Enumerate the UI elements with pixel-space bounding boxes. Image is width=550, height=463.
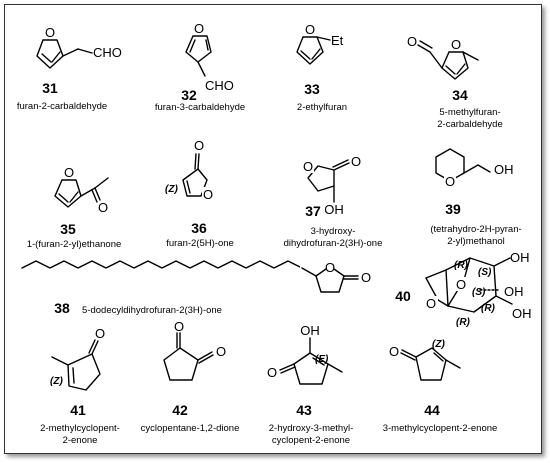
stereo-descriptor: (R) — [481, 303, 496, 314]
compound-number: 36 — [191, 220, 207, 236]
structure-34: O O — [407, 34, 479, 80]
oxygen-atom: O — [267, 365, 277, 380]
compound-name: furan-2-carbaldehyde — [17, 101, 107, 112]
stereo-descriptor: (Z) — [432, 339, 445, 350]
stereo-descriptor: (Z) — [165, 184, 178, 195]
compound-name-line-2: dihydrofuran-2(3H)-one — [284, 238, 383, 249]
structure-33: O Et — [296, 22, 344, 65]
compound-number: 43 — [296, 402, 312, 418]
oxygen-atom: O — [64, 165, 74, 180]
compound-44: O (Z) 44 3-methylcyclopent-2-enone — [383, 339, 498, 434]
structure-31: O CHO — [36, 25, 122, 69]
figure-frame — [4, 4, 542, 454]
cho-group: CHO — [205, 78, 234, 93]
hydroxyl-group: OH — [494, 162, 514, 177]
compound-38-name: 5-dodecyldihydrofuran-2(3H)-one — [82, 305, 222, 316]
compound-number: 44 — [424, 402, 440, 418]
oxygen-atom: O — [407, 34, 417, 49]
stereo-descriptor: (S) — [472, 287, 486, 298]
compound-38-clean: O O — [300, 252, 380, 310]
compound-37: O O OH 37 3-hydroxy- dihydrofuran-2(3H)-… — [284, 154, 383, 249]
hydroxyl-group: OH — [510, 250, 530, 265]
compound-31: O CHO 31 furan-2-carbaldehyde — [17, 25, 122, 112]
structure-39: O OH — [435, 148, 514, 189]
oxygen-atom: O — [426, 296, 436, 311]
compound-number: 39 — [445, 201, 461, 217]
hydroxyl-group: OH — [512, 306, 532, 321]
compound-34: O O 34 5-methylfuran- 2-carbaldehyde — [407, 34, 503, 130]
hydroxyl-group: OH — [504, 284, 524, 299]
compound-name: 3-methylcyclopent-2-enone — [383, 423, 498, 434]
oxygen-atom: O — [361, 270, 371, 285]
compound-41: O (Z) 41 2-methylcyclopent- 2-enone — [40, 326, 120, 446]
compound-name-line-1: 3-hydroxy- — [311, 226, 356, 237]
stereo-descriptor: (R) — [456, 317, 471, 328]
stereo-descriptor: (E) — [315, 354, 329, 365]
compound-number: 42 — [172, 402, 188, 418]
hydroxyl-group: OH — [300, 323, 320, 338]
compound-name-line-2: cyclopent-2-enone — [272, 435, 350, 446]
oxygen-atom: O — [445, 174, 455, 189]
structure-36: O O (Z) — [165, 138, 214, 202]
oxygen-atom: O — [98, 200, 108, 215]
oxygen-atom: O — [194, 138, 204, 153]
compound-number: 31 — [42, 80, 58, 96]
compound-name: 2-ethylfuran — [297, 102, 347, 113]
compound-name-line-2: 2-carbaldehyde — [437, 119, 503, 130]
compound-42: O O 42 cyclopentane-1,2-dione — [141, 319, 240, 434]
compound-name: cyclopentane-1,2-dione — [141, 423, 240, 434]
hydroxyl-group: OH — [324, 202, 344, 217]
compound-name-line-1: 2-hydroxy-3-methyl- — [269, 423, 353, 434]
compound-33: O Et 33 2-ethylfuran — [296, 22, 347, 113]
compound-name-line-1: (tetrahydro-2H-pyran- — [430, 224, 521, 235]
cho-group: CHO — [93, 45, 122, 60]
oxygen-atom: O — [305, 22, 315, 37]
compound-38-final — [21, 260, 303, 269]
compound-43: OH O (E) 43 2-hydroxy-3-methyl- cyclopen… — [267, 323, 353, 446]
compound-number: 35 — [60, 221, 76, 237]
compound-39: O OH 39 (tetrahydro-2H-pyran- 2-yl)metha… — [430, 148, 522, 247]
compound-32: O CHO 32 furan-3-carbaldehyde — [155, 21, 245, 113]
oxygen-atom: O — [203, 187, 213, 202]
oxygen-atom: O — [325, 260, 335, 275]
compound-number: 40 — [395, 288, 411, 304]
oxygen-atom: O — [95, 326, 105, 341]
oxygen-atom: O — [45, 25, 55, 40]
compound-number: 34 — [452, 87, 468, 103]
compound-name-line-1: 2-methylcyclopent- — [40, 423, 120, 434]
compound-40: O O OH OH OH (R) (S) (S) (R) (R) 40 — [395, 250, 531, 328]
oxygen-atom: O — [456, 277, 466, 292]
structure-37: O O OH — [302, 154, 361, 217]
stereo-descriptor: (R) — [454, 260, 469, 271]
oxygen-atom: O — [174, 319, 184, 334]
compound-name: 1-(furan-2-yl)ethanone — [27, 239, 122, 250]
oxygen-atom: O — [351, 154, 361, 169]
stereo-descriptor: (S) — [478, 267, 492, 278]
structure-32: O CHO — [185, 21, 234, 93]
compound-name-line-1: 5-methylfuran- — [439, 107, 500, 118]
compound-number: 41 — [70, 402, 86, 418]
compound-name: furan-2(5H)-one — [166, 238, 234, 249]
compound-name: furan-3-carbaldehyde — [155, 102, 245, 113]
oxygen-atom: O — [194, 21, 204, 36]
structure-35: O O — [54, 165, 109, 215]
stereo-descriptor: (Z) — [50, 376, 63, 387]
oxygen-atom: O — [216, 344, 226, 359]
compound-38-number: 38 — [54, 300, 70, 316]
ethyl-group: Et — [331, 33, 344, 48]
compound-35: O O 35 1-(furan-2-yl)ethanone — [27, 165, 122, 250]
compound-number: 37 — [305, 203, 321, 219]
compound-36: O O (Z) 36 furan-2(5H)-one — [165, 138, 234, 249]
compound-number: 32 — [181, 87, 197, 103]
oxygen-atom: O — [303, 159, 313, 174]
compound-name-line-2: 2-yl)methanol — [447, 236, 505, 247]
oxygen-atom: O — [451, 37, 461, 52]
compound-name-line-2: 2-enone — [63, 435, 98, 446]
oxygen-atom: O — [389, 344, 399, 359]
compound-number: 33 — [304, 81, 320, 97]
